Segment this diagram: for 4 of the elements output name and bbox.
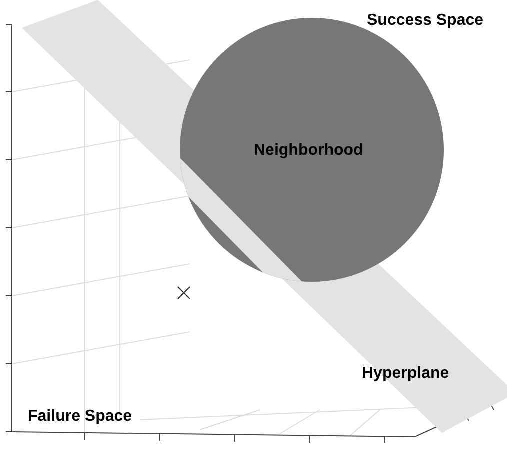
region-label: Failure Space [28, 408, 132, 426]
region-label: Success Space [367, 12, 484, 30]
node-label: Hyperplane [362, 365, 450, 383]
node-label: Neighborhood [254, 142, 364, 160]
